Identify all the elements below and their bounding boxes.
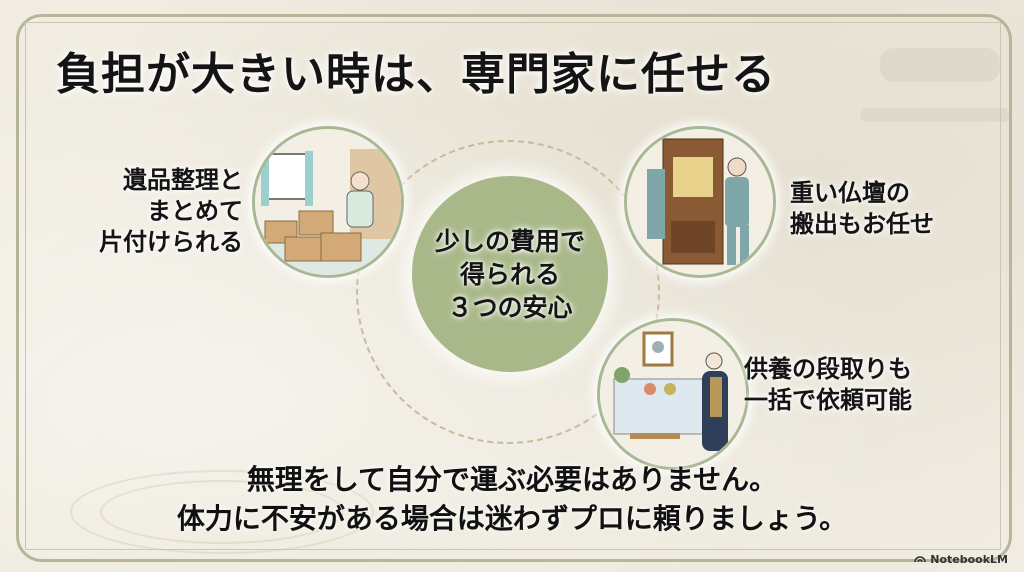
movers-carrying-altar-illustration bbox=[624, 126, 776, 278]
item-label-altar: 重い仏壇の 搬出もお任せ bbox=[790, 178, 934, 240]
footer-line-2: 体力に不安がある場合は迷わずプロに頼りましょう。 bbox=[176, 502, 848, 535]
center-line: 得られる bbox=[459, 259, 560, 289]
slide-title: 負担が大きい時は、専門家に任せる bbox=[56, 49, 776, 100]
item-label-cleanup: 遺品整理と まとめて 片付けられる bbox=[67, 165, 243, 258]
label-line: 一括で依頼可能 bbox=[744, 386, 912, 414]
brand-watermark: NotebookLM bbox=[914, 553, 1008, 566]
outer-frame bbox=[16, 14, 1012, 562]
room-with-boxes-illustration bbox=[252, 126, 404, 278]
center-line: ３つの安心 bbox=[447, 292, 573, 322]
decorative-swirl bbox=[100, 480, 344, 544]
label-line: 搬出もお任せ bbox=[790, 210, 934, 238]
memorial-service-illustration bbox=[597, 318, 749, 470]
label-line: 供養の段取りも bbox=[744, 355, 912, 383]
decorative-cloud bbox=[880, 48, 1000, 82]
label-line: 片付けられる bbox=[99, 228, 243, 256]
label-line: 重い仏壇の bbox=[790, 179, 910, 207]
item-label-memorial: 供養の段取りも 一括で依頼可能 bbox=[744, 354, 912, 416]
brand-label: NotebookLM bbox=[930, 553, 1008, 566]
label-line: まとめて bbox=[147, 197, 243, 225]
connector-ring bbox=[356, 140, 660, 444]
footer-line-1: 無理をして自分で運ぶ必要はありません。 bbox=[246, 463, 778, 496]
center-line: 少しの費用で bbox=[434, 226, 585, 256]
center-circle: 少しの費用で 得られる ３つの安心 bbox=[412, 176, 608, 372]
inner-frame bbox=[25, 22, 1001, 550]
label-line: 遺品整理と bbox=[123, 166, 243, 194]
notebooklm-icon bbox=[914, 553, 927, 566]
decorative-cloud bbox=[860, 108, 1010, 122]
decorative-swirl bbox=[70, 470, 374, 554]
